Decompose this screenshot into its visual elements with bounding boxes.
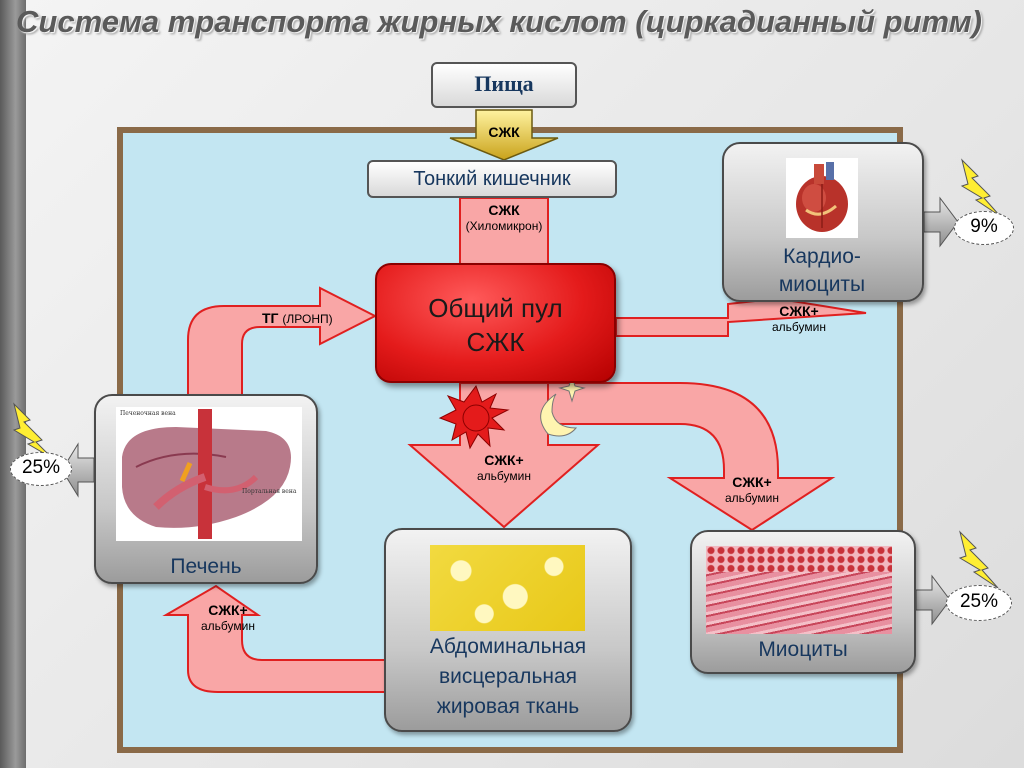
- adipose-label: Абдоминальная висцеральная жировая ткань: [386, 632, 630, 722]
- lightning-icon-myocytes: [958, 530, 999, 589]
- pool-to-myocytes-arrow: [547, 382, 836, 532]
- food-label: Пища: [474, 71, 534, 96]
- cardiomyocytes-line1: Кардио-: [783, 245, 861, 268]
- adipose-arrow-label: СЖК+ альбумин: [460, 452, 548, 484]
- chylomicron-arrow-label: СЖК (Хиломикрон): [448, 202, 560, 234]
- liver-arrow-label: ТГ (ЛРОНП): [262, 310, 372, 327]
- cardio-percent: 9%: [954, 211, 1014, 245]
- liver-arrow-label-sub: (ЛРОНП): [282, 312, 333, 326]
- food-arrow-label: СЖК: [488, 124, 520, 140]
- pool-line1: Общий пул: [428, 293, 563, 323]
- myocytes-label: Миоциты: [758, 638, 848, 661]
- adipose-line2: висцеральная: [438, 665, 578, 688]
- cardio-arrow-label-main: СЖК+: [779, 303, 819, 319]
- myocyte-arrow-label-main: СЖК+: [732, 474, 772, 490]
- hepatic-vein-label: Печеночная вена: [120, 410, 176, 417]
- chylomicron-label-sub: (Хиломикрон): [465, 219, 543, 233]
- cardiomyocytes-label: Кардио- миоциты: [736, 243, 908, 299]
- intestine-label: Тонкий кишечник: [413, 168, 571, 190]
- liver-to-pool-arrow: [187, 286, 378, 396]
- lightning-icon-cardio: [960, 158, 1001, 217]
- liver-label: Печень: [170, 555, 242, 578]
- cardiomyocytes-line2: миоциты: [778, 273, 866, 296]
- adipose-to-liver-arrow: [162, 584, 387, 693]
- moon-icon: [540, 374, 586, 437]
- slide-title: Система транспорта жирных кислот (циркад…: [16, 4, 982, 39]
- adipose-arrow-label-sub: альбумин: [477, 469, 531, 483]
- food-box: Пища: [431, 62, 577, 108]
- fatty-acid-pool-box: Общий пул СЖК: [375, 263, 616, 383]
- adipose-arrow-label-main: СЖК+: [484, 452, 524, 468]
- food-to-intestine-arrow: [449, 109, 559, 161]
- adipose-line3: жировая ткань: [436, 695, 580, 718]
- liver-percent: 25%: [10, 452, 72, 486]
- myocytes-output-arrow: [915, 574, 951, 626]
- sun-icon: [438, 384, 510, 450]
- portal-vein-label: Портальная вена: [242, 488, 297, 495]
- pool-line2: СЖК: [466, 327, 525, 357]
- return-arrow-label: СЖК+ альбумин: [188, 602, 268, 634]
- chylomicron-label-main: СЖК: [488, 202, 520, 218]
- myocyte-arrow-label-sub: альбумин: [725, 491, 779, 505]
- adipose-line1: Абдоминальная: [429, 635, 587, 658]
- left-decor-bar: [0, 0, 26, 768]
- myocytes-percent: 25%: [946, 585, 1012, 621]
- liver-arrow-label-main: ТГ: [262, 310, 279, 326]
- lightning-icon-liver: [12, 402, 53, 459]
- intestine-to-pool-band: [459, 197, 549, 265]
- liver-output-arrow: [61, 442, 95, 498]
- intestine-box: Тонкий кишечник: [367, 160, 617, 198]
- return-arrow-label-main: СЖК+: [208, 602, 248, 618]
- myocytes-image: [706, 546, 892, 634]
- myocyte-arrow-label: СЖК+ альбумин: [710, 474, 794, 506]
- cardio-arrow-label: СЖК+ альбумин: [760, 303, 838, 335]
- liver-image: Печеночная вена Портальная вена: [116, 407, 302, 541]
- return-arrow-label-sub: альбумин: [201, 619, 255, 633]
- cardio-arrow-label-sub: альбумин: [772, 320, 826, 334]
- cardio-output-arrow: [923, 196, 959, 248]
- adipose-image: [430, 545, 585, 631]
- heart-image: [786, 158, 858, 238]
